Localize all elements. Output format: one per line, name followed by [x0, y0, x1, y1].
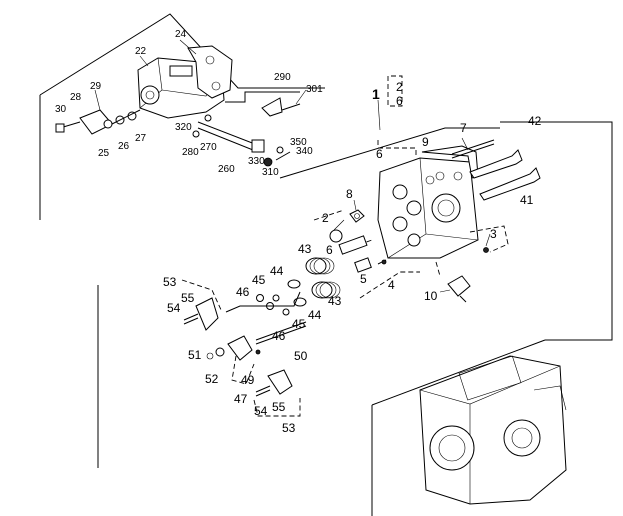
label-55b: 55 — [272, 400, 286, 414]
label-45b: 45 — [292, 317, 306, 331]
label-46a: 46 — [236, 285, 250, 299]
label-6a: 6 — [376, 147, 383, 161]
label-41: 41 — [520, 193, 534, 207]
label-9: 9 — [422, 135, 429, 149]
transmission-case — [419, 355, 567, 505]
label-50: 50 — [294, 349, 308, 363]
main-boundary — [97, 121, 613, 516]
label-1: 1 — [372, 86, 380, 102]
label-3: 3 — [490, 227, 497, 241]
pump-small-parts — [55, 109, 141, 135]
label-45a: 45 — [252, 273, 266, 287]
label-2-box: 2 — [396, 80, 403, 94]
label-6b: 6 — [326, 243, 333, 257]
label-46b: 46 — [272, 329, 286, 343]
label-340: 340 — [296, 146, 313, 157]
label-27: 27 — [135, 133, 147, 144]
label-320: 320 — [175, 122, 192, 133]
label-260: 260 — [218, 164, 235, 175]
label-24: 24 — [175, 29, 187, 40]
label-8: 8 — [346, 187, 353, 201]
label-22: 22 — [135, 46, 147, 57]
part-labels: 22 24 28 29 30 27 26 25 290 301 320 280 … — [55, 29, 542, 435]
label-53a: 53 — [163, 275, 177, 289]
cylinder-head — [377, 157, 479, 259]
label-54b: 54 — [254, 404, 268, 418]
label-4: 4 — [388, 278, 395, 292]
leader-lines — [94, 39, 491, 293]
head-hardware — [329, 209, 489, 303]
label-44b: 44 — [308, 308, 322, 322]
label-301: 301 — [306, 84, 323, 95]
label-51: 51 — [188, 348, 202, 362]
label-310: 310 — [262, 167, 279, 178]
label-42: 42 — [528, 114, 542, 128]
label-330: 330 — [248, 156, 265, 167]
label-7: 7 — [460, 121, 467, 135]
label-44a: 44 — [270, 264, 284, 278]
label-290: 290 — [274, 72, 291, 83]
label-30: 30 — [55, 104, 67, 115]
label-2: 2 — [322, 211, 329, 225]
lever-shaft — [192, 91, 301, 167]
label-47: 47 — [234, 392, 248, 406]
label-52: 52 — [205, 372, 219, 386]
label-350: 350 — [290, 137, 307, 148]
label-54a: 54 — [167, 301, 181, 315]
valves — [451, 139, 541, 201]
label-43b: 43 — [328, 294, 342, 308]
label-270: 270 — [200, 142, 217, 153]
label-25: 25 — [98, 148, 110, 159]
label-10: 10 — [424, 289, 438, 303]
rocker-group — [181, 279, 307, 417]
label-26: 26 — [118, 141, 130, 152]
label-55a: 55 — [181, 291, 195, 305]
label-280: 280 — [182, 147, 199, 158]
label-43a: 43 — [298, 242, 312, 256]
label-5: 5 — [360, 272, 367, 286]
label-6-box: 6 — [396, 94, 403, 108]
label-49: 49 — [241, 373, 255, 387]
label-53b: 53 — [282, 421, 296, 435]
label-29: 29 — [90, 81, 102, 92]
label-28: 28 — [70, 92, 82, 103]
pump-gasket — [187, 45, 233, 99]
